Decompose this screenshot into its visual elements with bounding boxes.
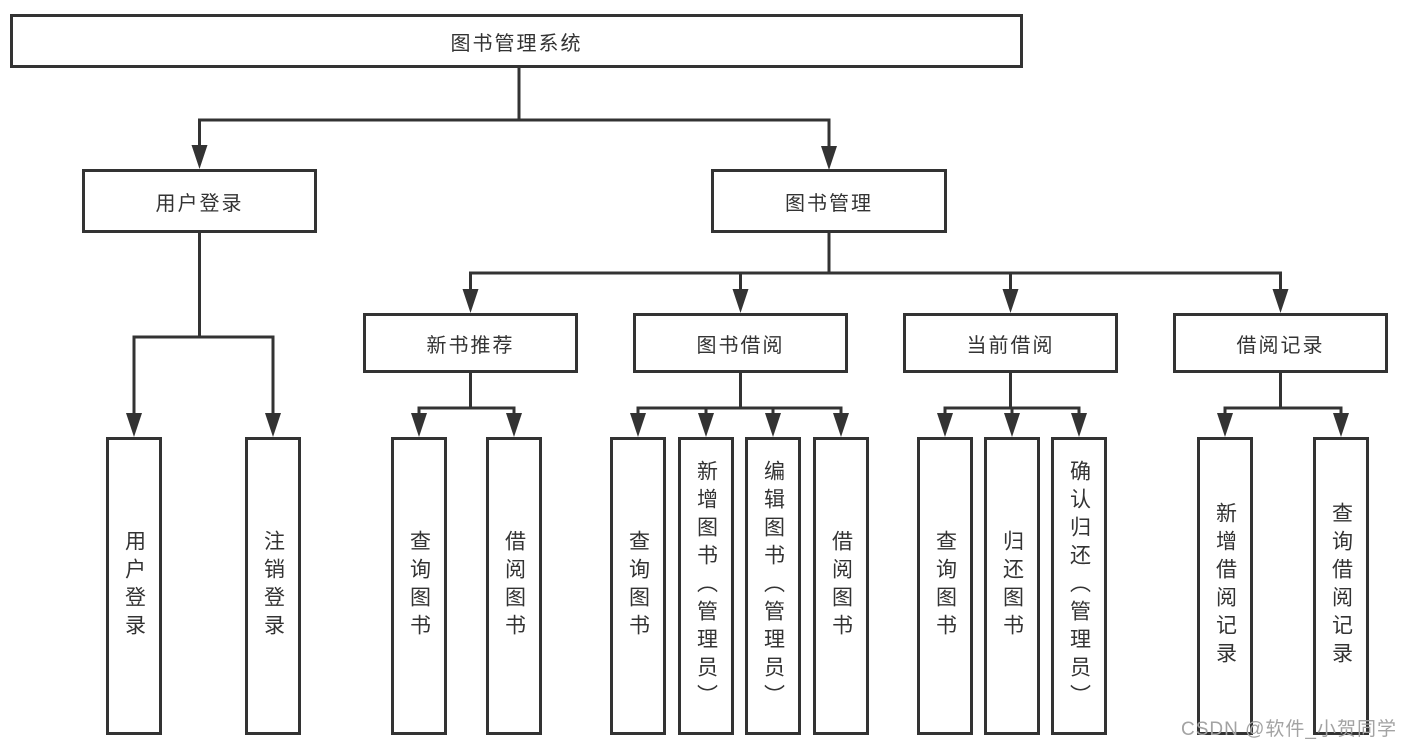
leaf-logout-label: 注销登录: [261, 530, 285, 642]
leaf-query-borrow-record: 查询借阅记录: [1313, 437, 1369, 735]
leaf-confirm-return-admin: 确认归还（管理员）: [1051, 437, 1107, 735]
leaf-add-book-admin: 新增图书（管理员）: [678, 437, 734, 735]
node-root: 图书管理系统: [10, 14, 1023, 68]
node-root-label: 图书管理系统: [450, 32, 583, 55]
node-book-borrow: 图书借阅: [633, 313, 848, 373]
leaf-query-book-newbook-label: 查询图书: [407, 530, 431, 642]
leaf-edit-book-admin-label: 编辑图书（管理员）: [761, 460, 785, 712]
leaf-add-borrow-record-label: 新增借阅记录: [1213, 502, 1237, 670]
leaf-edit-book-admin: 编辑图书（管理员）: [745, 437, 801, 735]
leaf-user-login-label: 用户登录: [122, 530, 146, 642]
node-book-management-label: 图书管理: [785, 192, 873, 215]
leaf-add-borrow-record: 新增借阅记录: [1197, 437, 1253, 735]
node-borrow-record: 借阅记录: [1173, 313, 1388, 373]
leaf-query-book-borrow-label: 查询图书: [626, 530, 650, 642]
node-book-management: 图书管理: [711, 169, 947, 233]
node-book-borrow-label: 图书借阅: [696, 334, 785, 357]
leaf-borrow-book-newbook-label: 借阅图书: [502, 530, 526, 642]
leaf-query-book-current-label: 查询图书: [933, 530, 957, 642]
node-new-book-recommend: 新书推荐: [363, 313, 578, 373]
node-borrow-record-label: 借阅记录: [1236, 334, 1325, 357]
leaf-query-book-borrow: 查询图书: [610, 437, 666, 735]
node-current-borrow: 当前借阅: [903, 313, 1118, 373]
node-user-login-label: 用户登录: [155, 192, 244, 215]
leaf-borrow-book-newbook: 借阅图书: [486, 437, 542, 735]
leaf-query-borrow-record-label: 查询借阅记录: [1329, 502, 1353, 670]
leaf-return-book: 归还图书: [984, 437, 1040, 735]
leaf-query-book-current: 查询图书: [917, 437, 973, 735]
leaf-query-book-newbook: 查询图书: [391, 437, 447, 735]
leaf-confirm-return-admin-label: 确认归还（管理员）: [1067, 460, 1091, 712]
node-user-login: 用户登录: [82, 169, 317, 233]
leaf-borrow-book-label: 借阅图书: [829, 530, 853, 642]
arrowheads: [126, 145, 1349, 437]
leaf-borrow-book: 借阅图书: [813, 437, 869, 735]
watermark: CSDN @软件_小贺同学: [1181, 719, 1397, 740]
leaf-logout: 注销登录: [245, 437, 301, 735]
node-new-book-recommend-label: 新书推荐: [426, 334, 515, 357]
leaf-add-book-admin-label: 新增图书（管理员）: [694, 460, 718, 712]
leaf-user-login: 用户登录: [106, 437, 162, 735]
leaf-return-book-label: 归还图书: [1000, 530, 1024, 642]
node-current-borrow-label: 当前借阅: [966, 334, 1055, 357]
